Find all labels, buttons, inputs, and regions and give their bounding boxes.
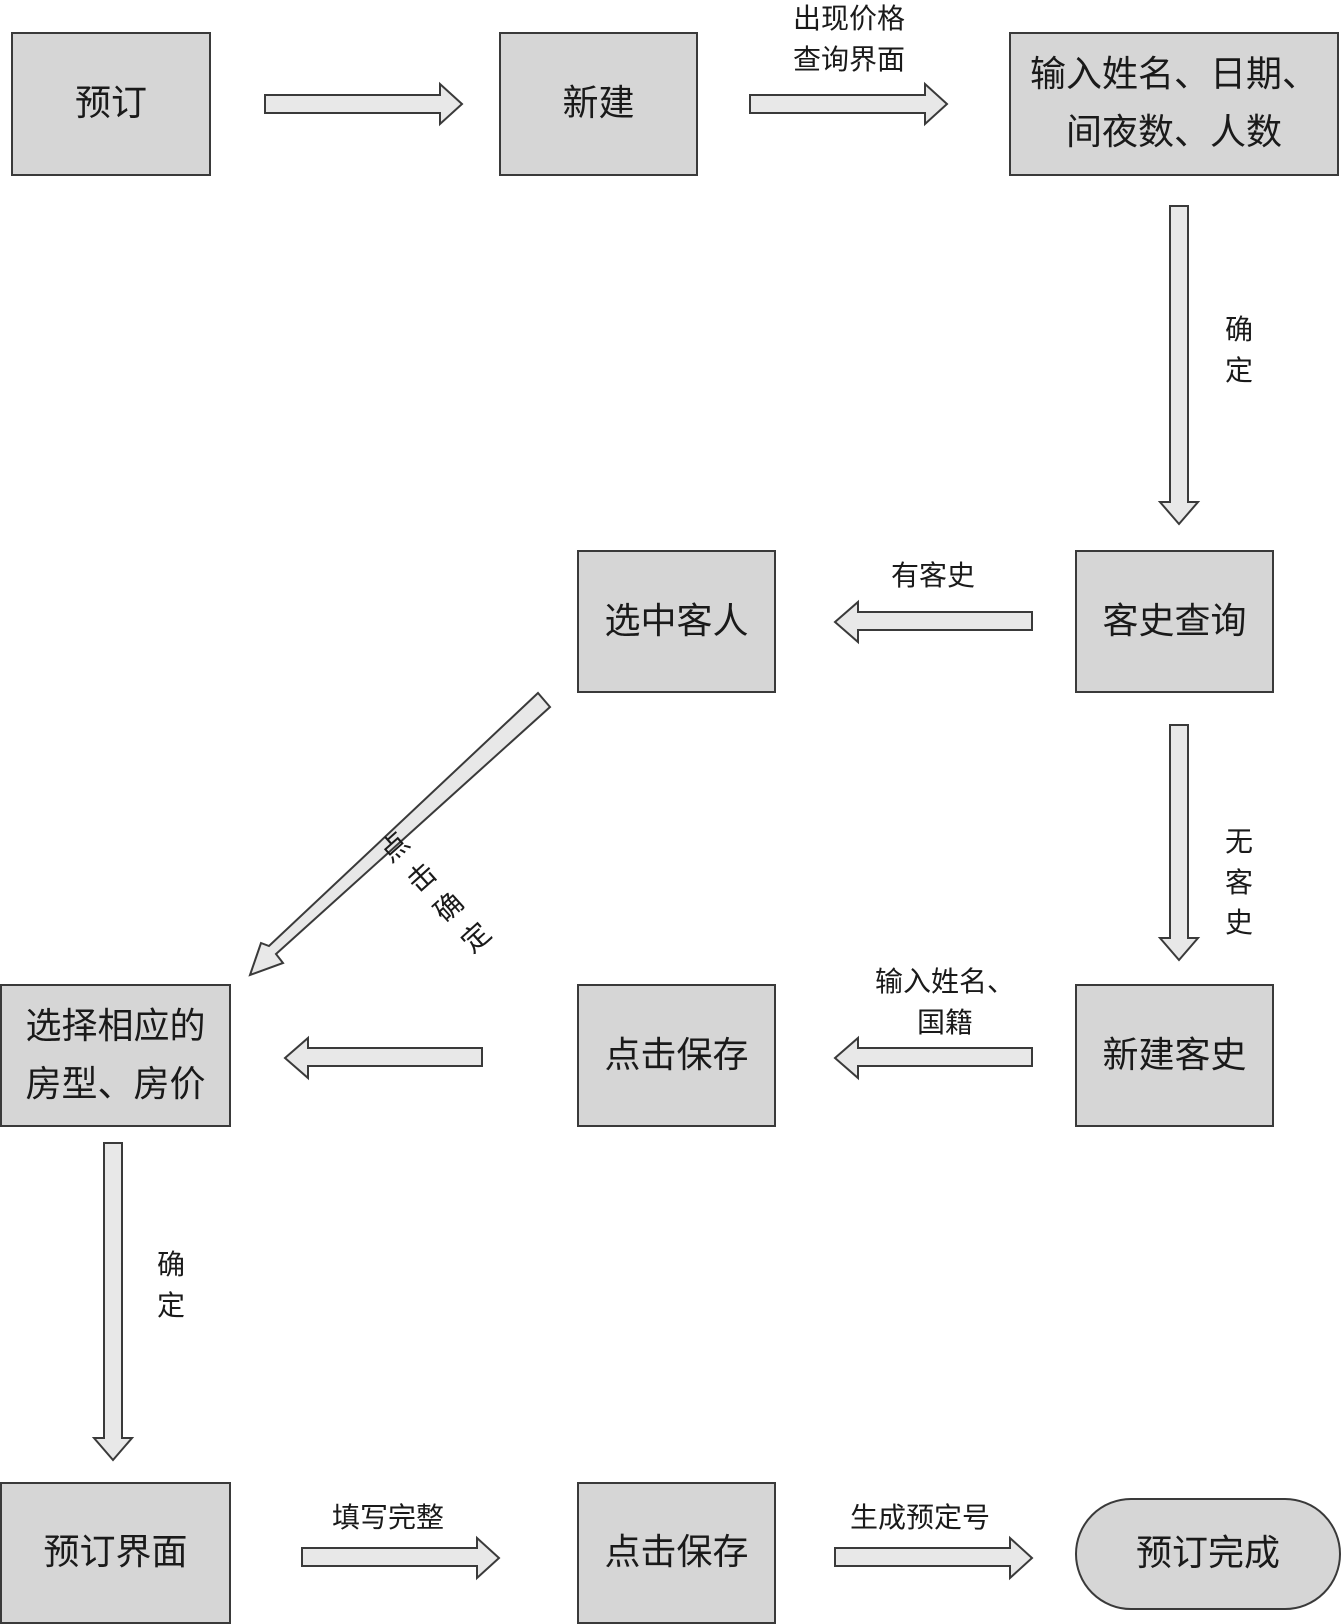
label-confirm-1-char: 确	[1224, 313, 1253, 346]
label-input-name-line2: 国籍	[916, 1005, 973, 1039]
node-select-room-line1: 选择相应的	[25, 1005, 206, 1047]
label-no-history: 无 客 史	[1222, 822, 1256, 944]
node-input-info: 输入姓名、日期、 间夜数、人数	[1009, 32, 1339, 176]
label-confirm-1: 确 定	[1222, 310, 1256, 391]
arrow-reserve-to-new	[264, 81, 464, 127]
label-has-history: 有客史	[868, 556, 998, 597]
arrow-new-history-to-save-1	[833, 1035, 1033, 1081]
node-input-info-line2: 间夜数、人数	[1065, 112, 1282, 153]
arrow-save-1-to-select-room	[283, 1035, 483, 1081]
label-input-name-line1: 输入姓名、	[874, 965, 1015, 998]
node-click-save-1: 点击保存	[577, 984, 776, 1127]
node-new: 新建	[499, 32, 698, 176]
node-click-save-2: 点击保存	[577, 1482, 776, 1624]
label-has-history-text: 有客史	[890, 559, 975, 592]
label-input-name: 输入姓名、 国籍	[855, 962, 1035, 1043]
arrow-select-guest-to-select-room	[248, 691, 552, 977]
node-reserve: 预订	[11, 32, 211, 176]
label-no-history-char: 客	[1224, 865, 1253, 899]
node-reservation-done-label: 预订完成	[1135, 1533, 1280, 1575]
label-no-history-char: 史	[1224, 906, 1253, 940]
node-new-guest-history: 新建客史	[1075, 984, 1274, 1127]
node-select-room: 选择相应的 房型、房价	[0, 984, 231, 1127]
label-price-query-line2: 查询界面	[792, 42, 905, 76]
arrow-select-room-to-reservation-screen	[91, 1142, 135, 1462]
node-select-guest: 选中客人	[577, 550, 776, 693]
node-click-save-2-label: 点击保存	[604, 1532, 749, 1574]
label-generate-number: 生成预定号	[840, 1498, 1000, 1539]
label-confirm-2: 确 定	[154, 1245, 188, 1326]
label-confirm-1-char: 定	[1224, 353, 1253, 387]
label-fill-complete-text: 填写完整	[331, 1501, 444, 1534]
arrow-guest-history-to-new-history	[1157, 724, 1201, 962]
label-confirm-2-char: 确	[156, 1248, 185, 1281]
node-reserve-label: 预订	[74, 83, 147, 125]
label-confirm-2-char: 定	[156, 1288, 185, 1322]
arrow-reservation-screen-to-save-2	[301, 1535, 501, 1581]
arrow-input-info-to-guest-history	[1157, 205, 1201, 526]
node-input-info-line1: 输入姓名、日期、	[1029, 54, 1318, 96]
arrow-save-2-to-done	[834, 1535, 1034, 1581]
arrow-guest-history-to-select-guest	[833, 599, 1033, 645]
node-click-save-1-label: 点击保存	[604, 1034, 749, 1076]
label-price-query: 出现价格 查询界面	[769, 0, 929, 80]
node-select-guest-label: 选中客人	[604, 600, 749, 642]
node-new-guest-history-label: 新建客史	[1102, 1034, 1247, 1076]
node-reservation-screen: 预订界面	[0, 1482, 231, 1624]
node-select-room-line2: 房型、房价	[25, 1063, 206, 1105]
node-new-label: 新建	[562, 83, 635, 125]
node-reservation-screen-label: 预订界面	[43, 1532, 188, 1574]
arrow-new-to-input-info	[749, 81, 949, 127]
label-no-history-char: 无	[1224, 825, 1253, 858]
label-generate-number-text: 生成预定号	[849, 1501, 990, 1534]
node-guest-history-query-label: 客史查询	[1102, 600, 1247, 642]
node-reservation-done: 预订完成	[1075, 1498, 1341, 1610]
node-guest-history-query: 客史查询	[1075, 550, 1274, 693]
label-price-query-line1: 出现价格	[792, 2, 905, 35]
label-fill-complete: 填写完整	[318, 1498, 458, 1539]
